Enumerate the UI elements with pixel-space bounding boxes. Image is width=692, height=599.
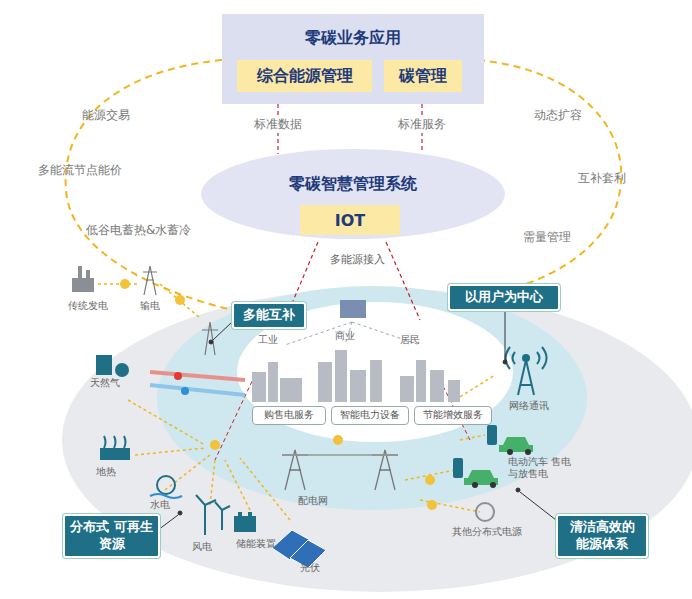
red-dash xyxy=(215,375,255,460)
label-text: 动态扩容 xyxy=(534,108,582,122)
label-text: 商业 xyxy=(335,330,355,342)
label-text: 储能装置 xyxy=(236,538,276,550)
ring xyxy=(157,286,587,510)
red-dash xyxy=(386,242,420,320)
node-text: 综合能源管理 xyxy=(253,66,357,87)
label-text: 网络通讯 xyxy=(509,400,549,412)
node-text: 智能电力设备 xyxy=(337,409,403,422)
label-text: 光伏 xyxy=(300,562,320,574)
label-text: 工业 xyxy=(258,334,278,346)
storage-icon xyxy=(234,512,256,532)
edge-label: 标准服务 xyxy=(396,116,448,133)
label-text: 天然气 xyxy=(90,377,120,389)
roof-solar xyxy=(340,300,366,318)
label-text: 多能源接入 xyxy=(330,253,385,266)
label-text: 居民 xyxy=(400,334,420,346)
node-text: 零碳业务应用 xyxy=(222,14,484,49)
power-flow xyxy=(98,284,495,520)
label-text: 多能流节点能价 xyxy=(38,163,122,177)
other-source-icon xyxy=(476,503,494,521)
cold-pipe xyxy=(150,385,245,395)
module-box: 综合能源管理 xyxy=(237,60,372,92)
node-text: 零碳智慧管理系统 xyxy=(200,148,506,195)
bolt-dot xyxy=(120,279,437,510)
label-text: 输电 xyxy=(140,300,160,312)
geothermal-icon xyxy=(100,436,130,460)
callout-box: 多能互补 xyxy=(232,302,306,329)
label-text: 风电 xyxy=(192,541,212,553)
label-text: 水电 xyxy=(150,499,170,511)
label-text: 能源交易 xyxy=(82,108,130,122)
callout-box: 以用户为中心 xyxy=(448,284,560,311)
node-text: 以用户为中心 xyxy=(461,287,547,308)
label-text: 其他分布式电源 xyxy=(452,526,522,538)
outer-ground xyxy=(62,288,692,592)
callout-leader xyxy=(158,312,556,530)
service-pill: 购售电服务 xyxy=(252,406,326,425)
module-box: 碳管理 xyxy=(384,60,462,92)
label-text: 地热 xyxy=(96,466,116,478)
node-text: 多能互补 xyxy=(239,305,299,326)
label-text: 传统发电 xyxy=(68,300,108,312)
node-text: IOT xyxy=(331,211,369,230)
grid-towers xyxy=(282,450,398,490)
iot-box: IOT xyxy=(300,205,400,235)
label-text: 电动汽车 售电与放售电 xyxy=(508,456,572,480)
hydro-icon xyxy=(150,476,182,498)
system-ellipse: 零碳智慧管理系统 IOT xyxy=(200,148,506,240)
edge-label: 标准数据 xyxy=(252,116,304,133)
panel-box: 零碳业务应用综合能源管理 碳管理 xyxy=(222,14,484,104)
callout-box: 清洁高效的 能源体系 xyxy=(556,514,648,558)
label-text: 低谷电蓄热&水蓄冷 xyxy=(86,223,191,237)
label-text: 需量管理 xyxy=(523,230,571,244)
heat-pipe xyxy=(150,372,245,380)
node-text: 节能增效服务 xyxy=(420,409,486,422)
wind-icon xyxy=(196,495,230,535)
callout-box: 分布式 可再生资源 xyxy=(63,514,160,558)
antenna-icon xyxy=(506,347,547,395)
node-text: 碳管理 xyxy=(395,66,451,87)
label-text: 配电网 xyxy=(298,495,328,507)
power-plant xyxy=(72,266,94,292)
node-text: 分布式 可再生资源 xyxy=(65,517,158,555)
node-text: 购售电服务 xyxy=(261,409,317,422)
service-pill: 智能电力设备 xyxy=(331,406,409,425)
label-text: 互补套利 xyxy=(578,171,626,185)
heat-mark xyxy=(174,372,182,380)
gas-icon xyxy=(96,355,129,377)
buildings xyxy=(252,350,460,402)
node-text: 清洁高效的 能源体系 xyxy=(558,517,646,555)
cold-mark xyxy=(181,387,189,395)
service-pill: 节能增效服务 xyxy=(414,406,492,425)
